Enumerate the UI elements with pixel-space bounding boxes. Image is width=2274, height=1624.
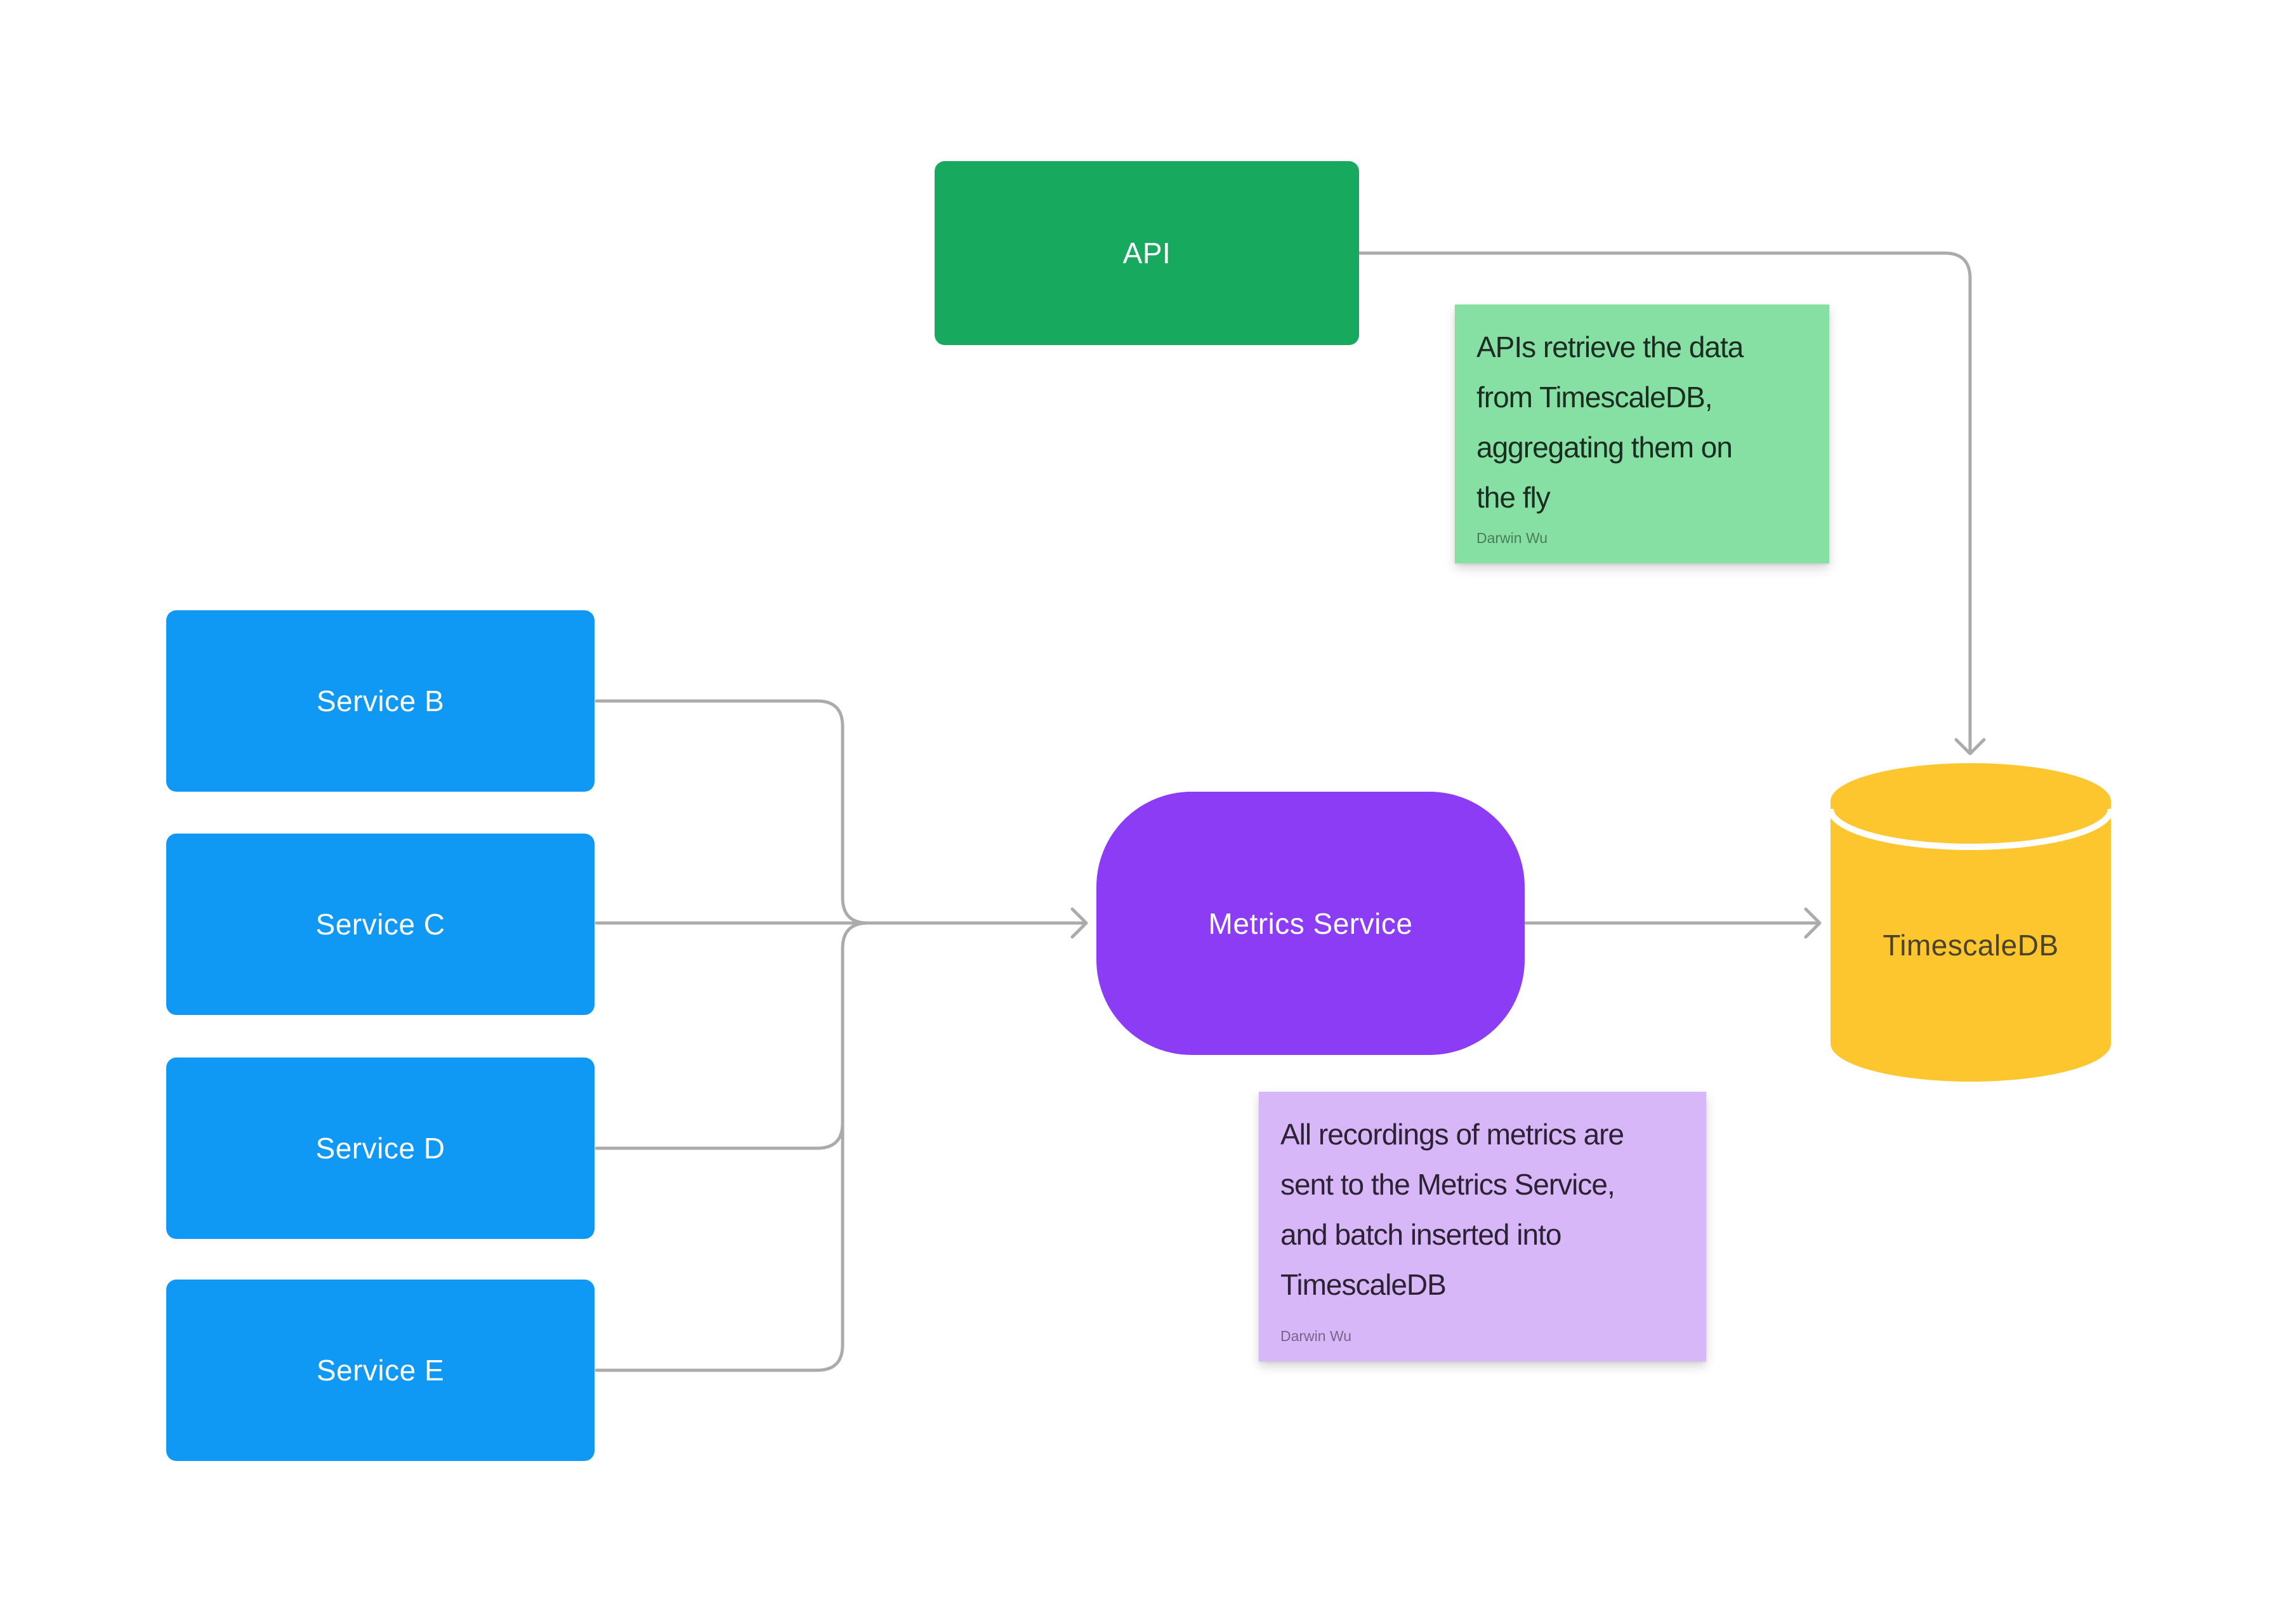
shape-service-d[interactable]: Service D — [166, 1058, 595, 1239]
shape-timescaledb-cylinder[interactable]: TimescaleDB — [1830, 763, 2111, 1082]
sticky-note-api-text: APIs retrieve the data from TimescaleDB,… — [1476, 331, 1744, 514]
shape-service-b-label: Service B — [316, 684, 445, 717]
shape-service-b[interactable]: Service B — [166, 610, 595, 792]
shape-service-c-label: Service C — [315, 908, 445, 941]
sticky-note-api-author: Darwin Wu — [1476, 530, 1548, 546]
shape-service-e[interactable]: Service E — [166, 1280, 595, 1461]
connector-line-service-b[interactable] — [595, 699, 870, 925]
arrowhead-into-timescaledb-left — [1804, 907, 1822, 939]
connector-line-api[interactable] — [1357, 251, 1972, 754]
shape-service-e-label: Service E — [316, 1354, 445, 1387]
connector-service-c-to-metrics[interactable] — [595, 907, 1088, 939]
connector-service-b-to-merge[interactable] — [595, 699, 870, 925]
sticky-note-metrics-text: All recordings of metrics are sent to th… — [1280, 1118, 1624, 1301]
shape-api[interactable]: API — [935, 161, 1359, 345]
shape-service-c[interactable]: Service C — [166, 834, 595, 1015]
cylinder-graphic — [1830, 763, 2111, 1082]
shape-service-d-label: Service D — [315, 1132, 445, 1165]
sticky-note-metrics[interactable]: All recordings of metrics are sent to th… — [1259, 1092, 1706, 1361]
connector-line-service-e[interactable] — [595, 921, 870, 1372]
connector-metrics-to-timescaledb[interactable] — [1524, 907, 1822, 939]
connector-api-to-timescaledb[interactable] — [1357, 251, 1986, 756]
sticky-note-api[interactable]: APIs retrieve the data from TimescaleDB,… — [1455, 304, 1829, 563]
shape-metrics-service-label: Metrics Service — [1208, 907, 1413, 940]
sticky-note-metrics-author: Darwin Wu — [1280, 1328, 1352, 1344]
cylinder-lid-separator — [1830, 808, 2111, 850]
connector-line-service-d[interactable] — [595, 1121, 845, 1150]
connector-service-e-to-merge[interactable] — [595, 921, 870, 1372]
shape-api-label: API — [1122, 237, 1171, 270]
connector-service-d-to-merge[interactable] — [595, 1121, 845, 1150]
shape-metrics-service[interactable]: Metrics Service — [1096, 792, 1525, 1055]
shape-timescaledb-label: TimescaleDB — [1883, 929, 2059, 962]
arrowhead-into-timescaledb-top — [1954, 738, 1986, 756]
arrowhead-into-metrics-service — [1070, 907, 1088, 939]
